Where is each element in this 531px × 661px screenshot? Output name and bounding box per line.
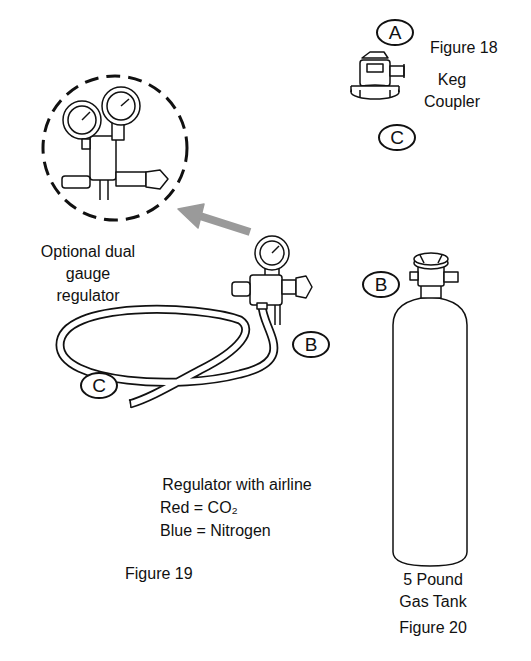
keg-coupler-drawing [351, 52, 404, 99]
dual-gauge-regulator [62, 87, 168, 200]
regulator [232, 236, 312, 325]
figure-label: Keg Coupler [416, 69, 488, 113]
figure-label: 5 Pound Gas Tank [391, 569, 475, 613]
figure-label: Optional dual gauge regulator [36, 241, 140, 307]
callout-text: A [389, 23, 402, 42]
hose-end [130, 399, 131, 408]
callout-letter: A [376, 19, 414, 46]
figure-label: Red = CO₂ [160, 497, 238, 519]
callout-text: C [92, 376, 106, 395]
airline-hose-inner [60, 305, 274, 404]
figure-label: Figure 19 [125, 563, 193, 585]
callout-text: C [390, 128, 404, 147]
callout-letter: B [362, 271, 400, 298]
figure-label: Regulator with airline [162, 474, 311, 496]
pointer-arrow [200, 216, 250, 232]
callout-letter: C [80, 372, 118, 399]
pointer-arrowhead [178, 204, 204, 228]
figure-label: Figure 20 [399, 617, 467, 639]
figure-label: Figure 18 [430, 37, 498, 59]
gas-tank-drawing [393, 253, 467, 566]
airline-hose [60, 305, 274, 404]
callout-text: B [305, 335, 318, 354]
detail-circle [43, 76, 187, 220]
callout-letter: C [378, 124, 416, 151]
callout-letter: B [292, 331, 330, 358]
figure-label: Blue = Nitrogen [160, 520, 271, 542]
callout-text: B [375, 275, 388, 294]
